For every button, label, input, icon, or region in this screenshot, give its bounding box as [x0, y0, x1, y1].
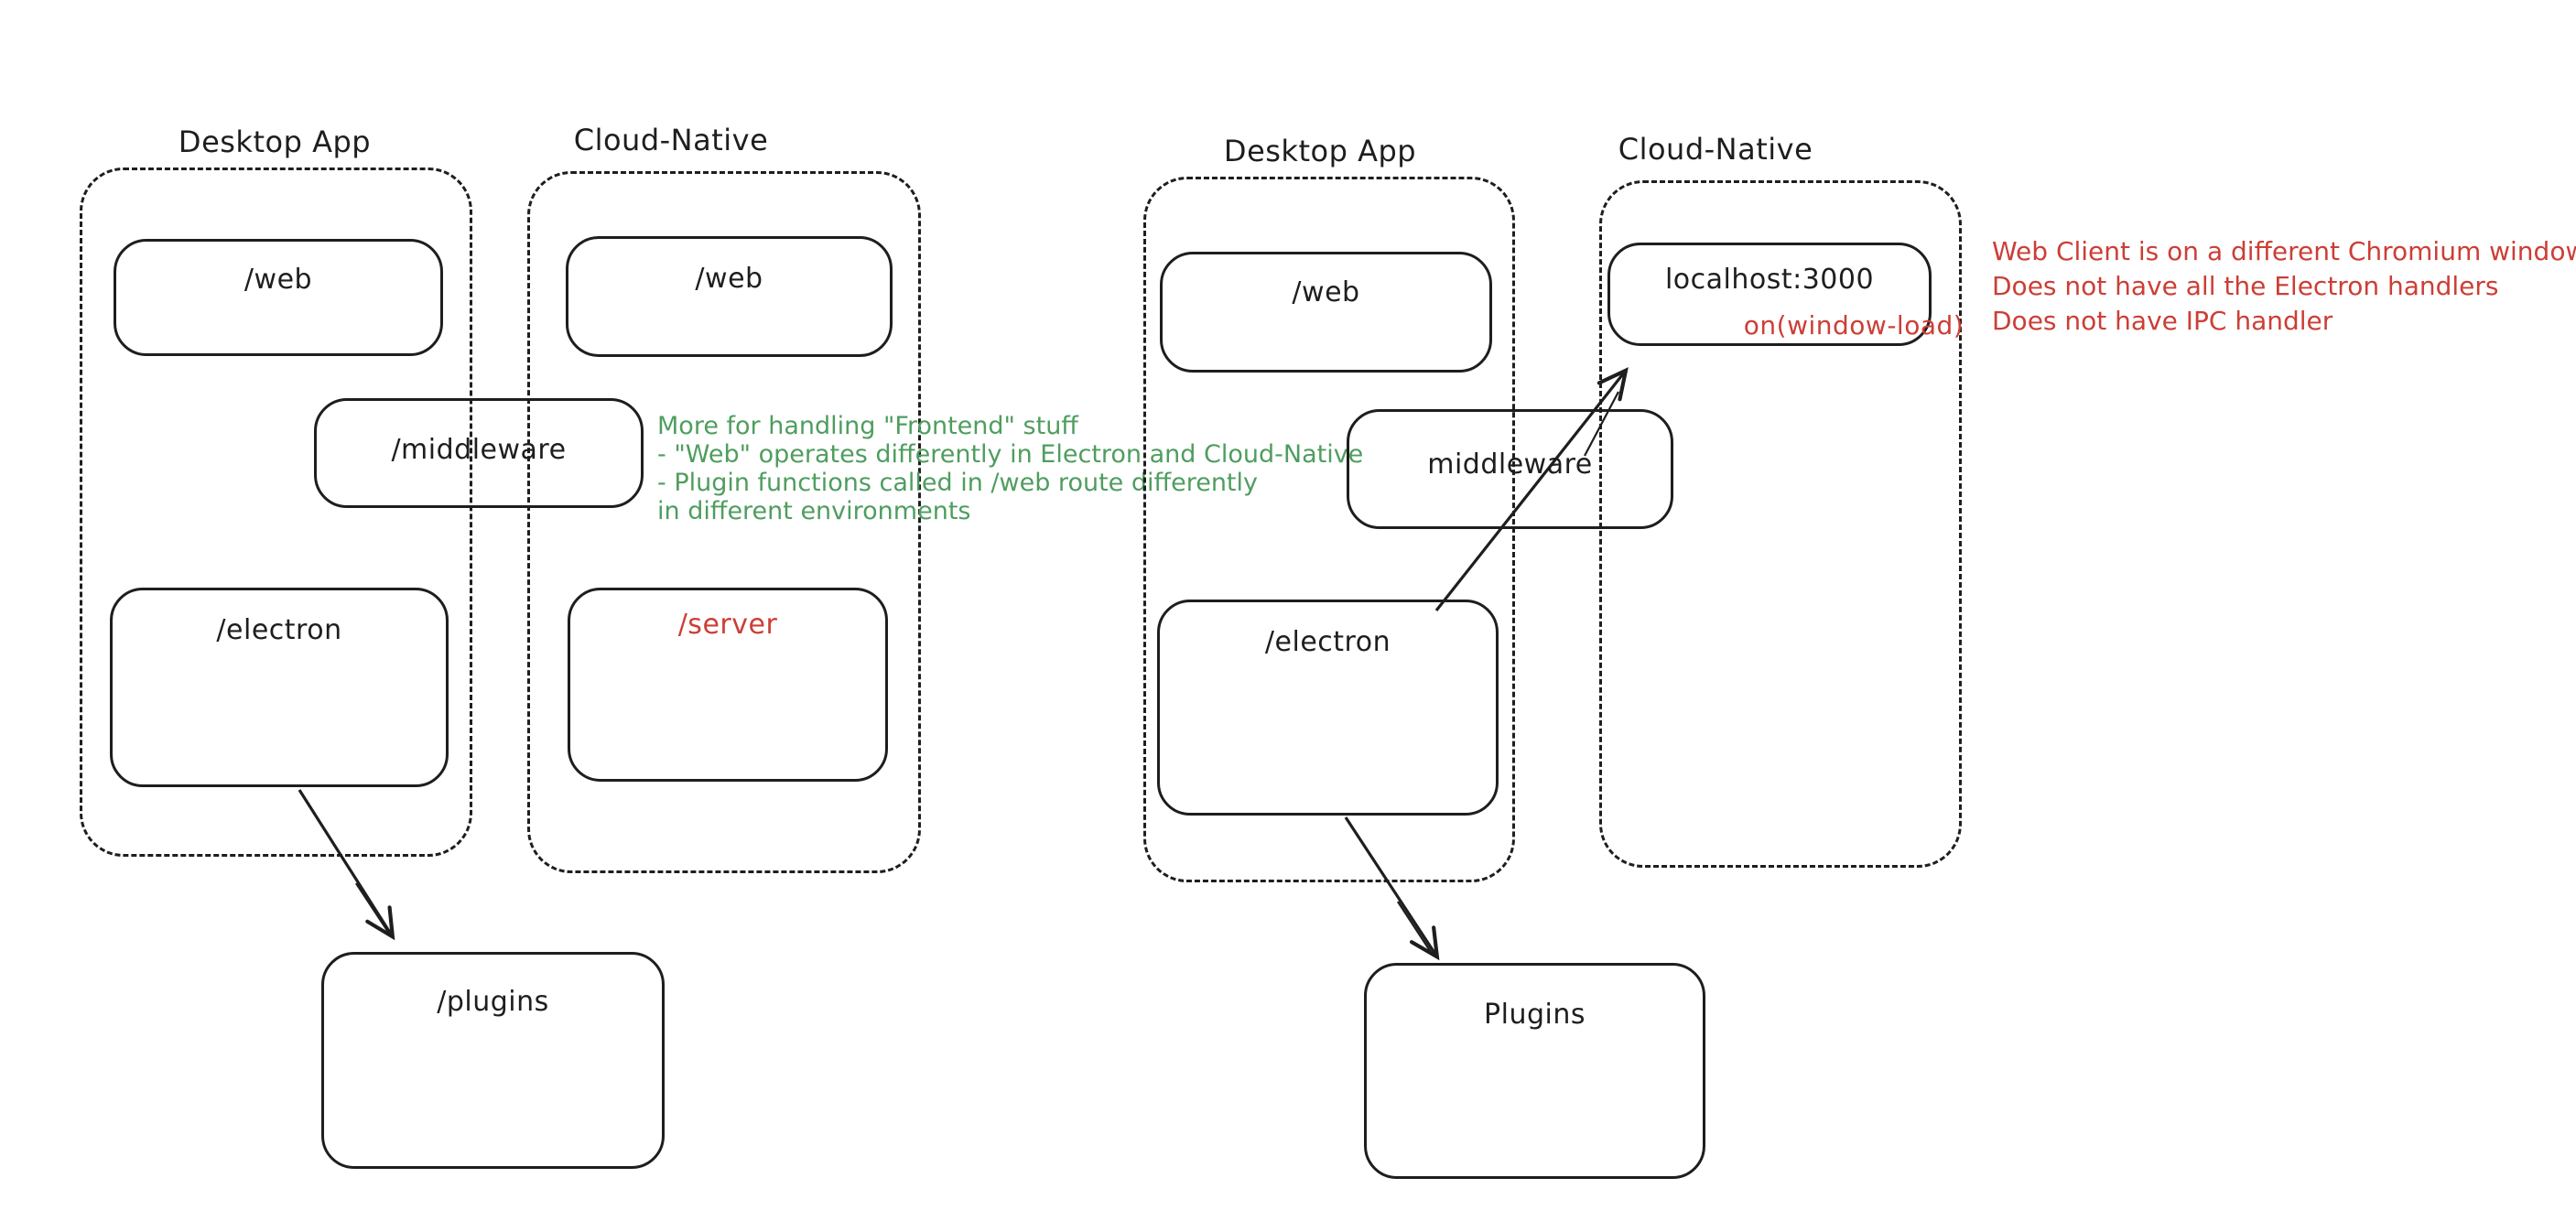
right-window-load-label: on(window-load)	[1743, 310, 1964, 340]
note-line: in different environments	[657, 497, 971, 525]
right-cloud-native-label: Cloud-Native	[1618, 132, 1813, 167]
right-red-note: Web Client is on a different Chromium wi…	[1992, 234, 2576, 339]
left-middleware-box: /middleware	[314, 398, 644, 508]
left-cloud-native-label: Cloud-Native	[573, 123, 769, 157]
left-desktop-web-box: /web	[114, 239, 443, 356]
left-desktop-app-label: Desktop App	[178, 124, 372, 159]
left-desktop-web-label: /web	[244, 264, 313, 296]
left-desktop-electron-label: /electron	[216, 614, 342, 646]
left-green-note: More for handling "Frontend" stuff - "We…	[657, 412, 1363, 525]
right-plugins-label: Plugins	[1484, 999, 1586, 1031]
right-desktop-web-box: /web	[1160, 252, 1492, 373]
left-cloud-server-box: /server	[568, 588, 888, 782]
note-line: Web Client is on a different Chromium wi…	[1992, 236, 2576, 266]
note-line: Does not have IPC handler	[1992, 306, 2333, 336]
left-cloud-web-box: /web	[566, 236, 893, 357]
right-desktop-electron-label: /electron	[1264, 626, 1391, 658]
note-line: Does not have all the Electron handlers	[1992, 271, 2499, 301]
right-desktop-app-label: Desktop App	[1223, 134, 1417, 168]
left-middleware-label: /middleware	[391, 434, 567, 466]
left-cloud-web-label: /web	[695, 263, 763, 295]
left-cloud-server-label: /server	[677, 609, 778, 641]
right-desktop-web-label: /web	[1292, 276, 1360, 308]
right-localhost-label: localhost:3000	[1664, 264, 1875, 296]
note-line: - "Web" operates differently in Electron…	[657, 440, 1364, 469]
left-cloud-native-container	[527, 171, 921, 873]
note-line: More for handling "Frontend" stuff	[657, 412, 1078, 440]
left-plugins-box: /plugins	[321, 952, 665, 1169]
right-middleware-box: middleware	[1347, 409, 1673, 529]
right-localhost-box: localhost:3000 on(window-load)	[1607, 243, 1964, 346]
note-line: - Plugin functions called in /web route …	[657, 469, 1259, 497]
right-desktop-electron-box: /electron	[1157, 600, 1499, 816]
left-desktop-app-container	[80, 168, 472, 857]
left-plugins-label: /plugins	[437, 986, 549, 1018]
left-desktop-electron-box: /electron	[110, 588, 449, 787]
right-plugins-box: Plugins	[1364, 963, 1705, 1179]
right-middleware-label: middleware	[1427, 448, 1593, 481]
